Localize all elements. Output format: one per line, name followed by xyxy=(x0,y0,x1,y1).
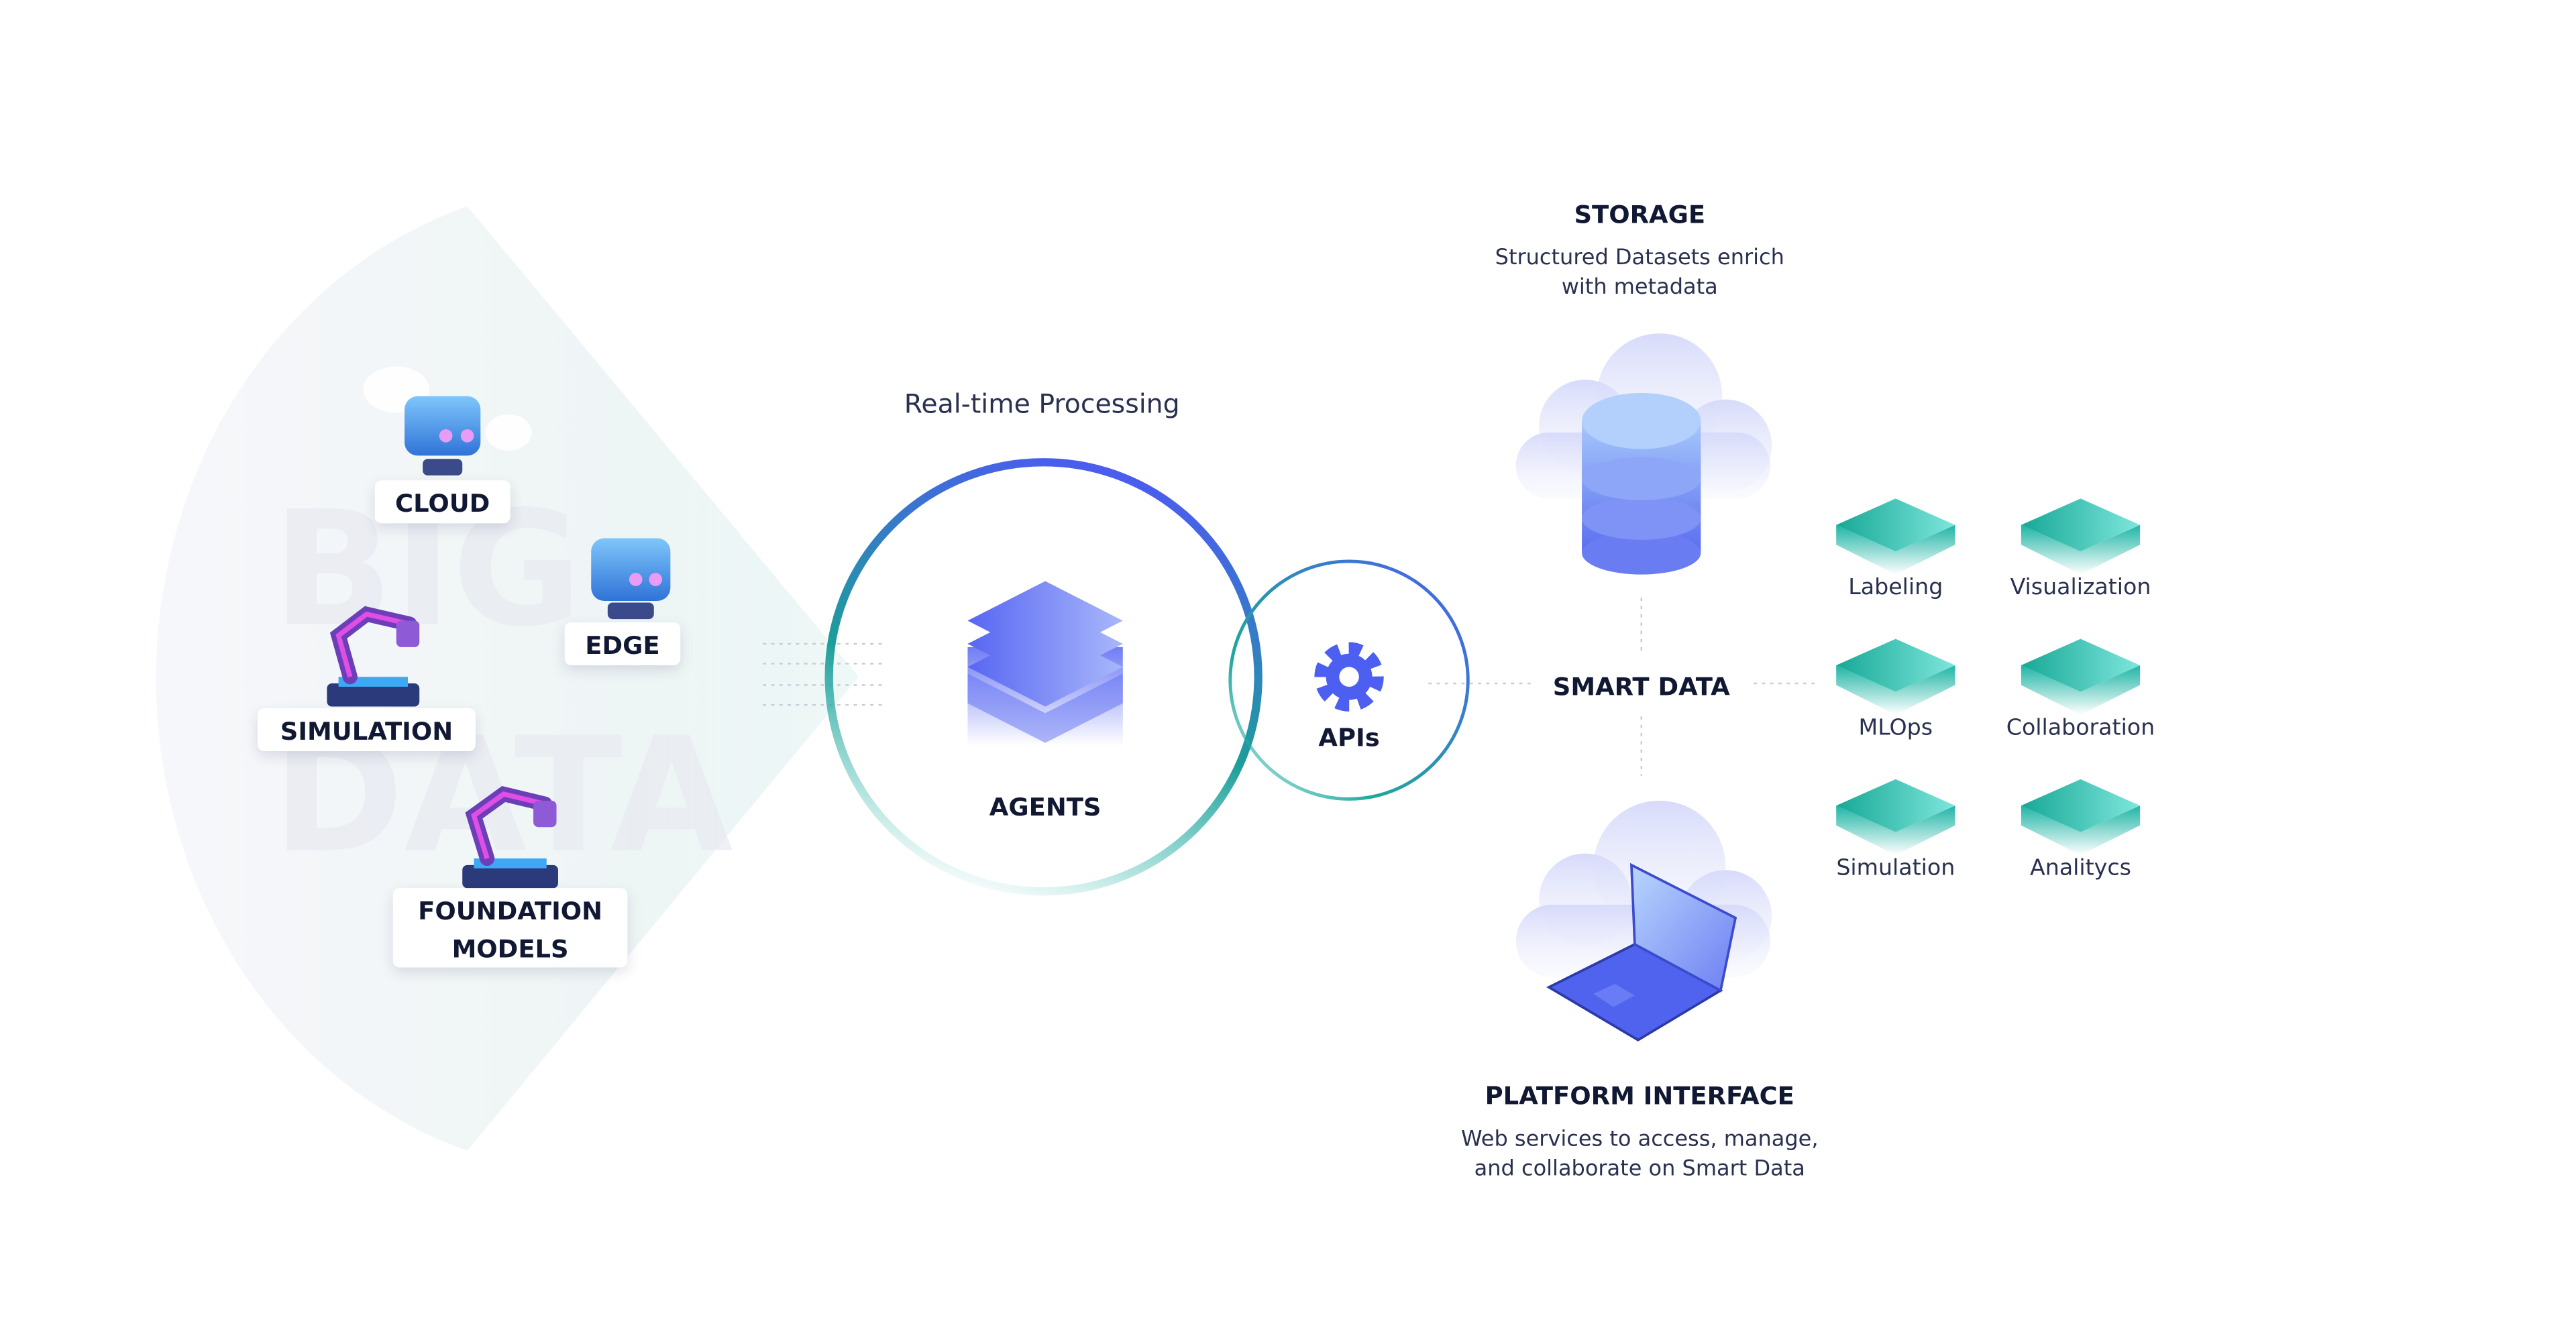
service-label: Visualization xyxy=(2010,573,2151,600)
platform-description-line1: Web services to access, manage, xyxy=(1461,1125,1818,1151)
gear-icon xyxy=(1314,642,1384,712)
agents-layers-icon xyxy=(967,574,1123,746)
tile-side xyxy=(2021,805,2141,856)
cloud-robot-icon xyxy=(363,366,532,475)
service-tile-visualization: Visualization xyxy=(2010,498,2151,600)
smart-data-label: SMART DATA xyxy=(1553,672,1730,701)
edge-label-card xyxy=(564,622,681,665)
foundation-models-label-line1: FOUNDATION xyxy=(418,897,602,926)
agents-label: AGENTS xyxy=(989,793,1102,822)
tile-side xyxy=(2021,665,2141,715)
tile-top xyxy=(1836,638,1955,692)
foundation-models-label-line2: MODELS xyxy=(452,935,569,964)
service-tile-labeling: Labeling xyxy=(1836,498,1955,600)
apis-label: APIs xyxy=(1318,724,1379,752)
cloud-label-card xyxy=(374,480,511,524)
tile-top xyxy=(1836,498,1955,552)
foundation-models-label-card xyxy=(392,888,628,968)
edge-label: EDGE xyxy=(585,631,659,660)
platform-title: PLATFORM INTERFACE xyxy=(1485,1082,1794,1111)
service-tile-simulation: Simulation xyxy=(1836,779,1955,881)
tile-top xyxy=(2021,638,2141,692)
service-label: Analitycs xyxy=(2030,854,2131,881)
service-label: MLOps xyxy=(1859,714,1933,740)
service-tile-mlops: MLOps xyxy=(1836,638,1955,740)
edge-robot-icon xyxy=(591,538,671,620)
tile-top xyxy=(1836,779,1955,832)
storage-title: STORAGE xyxy=(1574,200,1705,229)
tile-side xyxy=(1836,805,1955,856)
simulation-label-card xyxy=(257,708,476,751)
smart-data-dotted-lines xyxy=(1428,598,1817,776)
service-tile-analitycs: Analitycs xyxy=(2021,779,2141,881)
storage-description-line2: with metadata xyxy=(1562,274,1718,299)
simulation-label: SIMULATION xyxy=(280,717,453,746)
service-label: Simulation xyxy=(1836,854,1955,881)
agents-ring xyxy=(824,458,1263,896)
apis-ring xyxy=(1228,559,1470,801)
tile-top xyxy=(2021,779,2141,832)
input-dotted-lines xyxy=(763,642,885,706)
service-tile-collaboration: Collaboration xyxy=(2006,638,2155,740)
simulation-robot-arm-icon xyxy=(327,606,420,707)
tile-side xyxy=(2021,524,2141,575)
tile-top xyxy=(2021,498,2141,552)
platform-description-line2: and collaborate on Smart Data xyxy=(1474,1156,1805,1181)
big-data-sector xyxy=(156,206,859,1151)
storage-description-line1: Structured Datasets enrich xyxy=(1495,244,1784,270)
foundation-models-robot-arm-icon xyxy=(462,786,558,889)
service-label: Labeling xyxy=(1848,573,1943,600)
real-time-processing-caption: Real-time Processing xyxy=(904,388,1180,419)
laptop-icon xyxy=(1546,862,1737,1042)
service-label: Collaboration xyxy=(2006,714,2155,740)
cloud-label: CLOUD xyxy=(395,489,490,518)
tile-side xyxy=(1836,524,1955,575)
tile-side xyxy=(1836,665,1955,715)
database-icon xyxy=(1582,392,1701,575)
